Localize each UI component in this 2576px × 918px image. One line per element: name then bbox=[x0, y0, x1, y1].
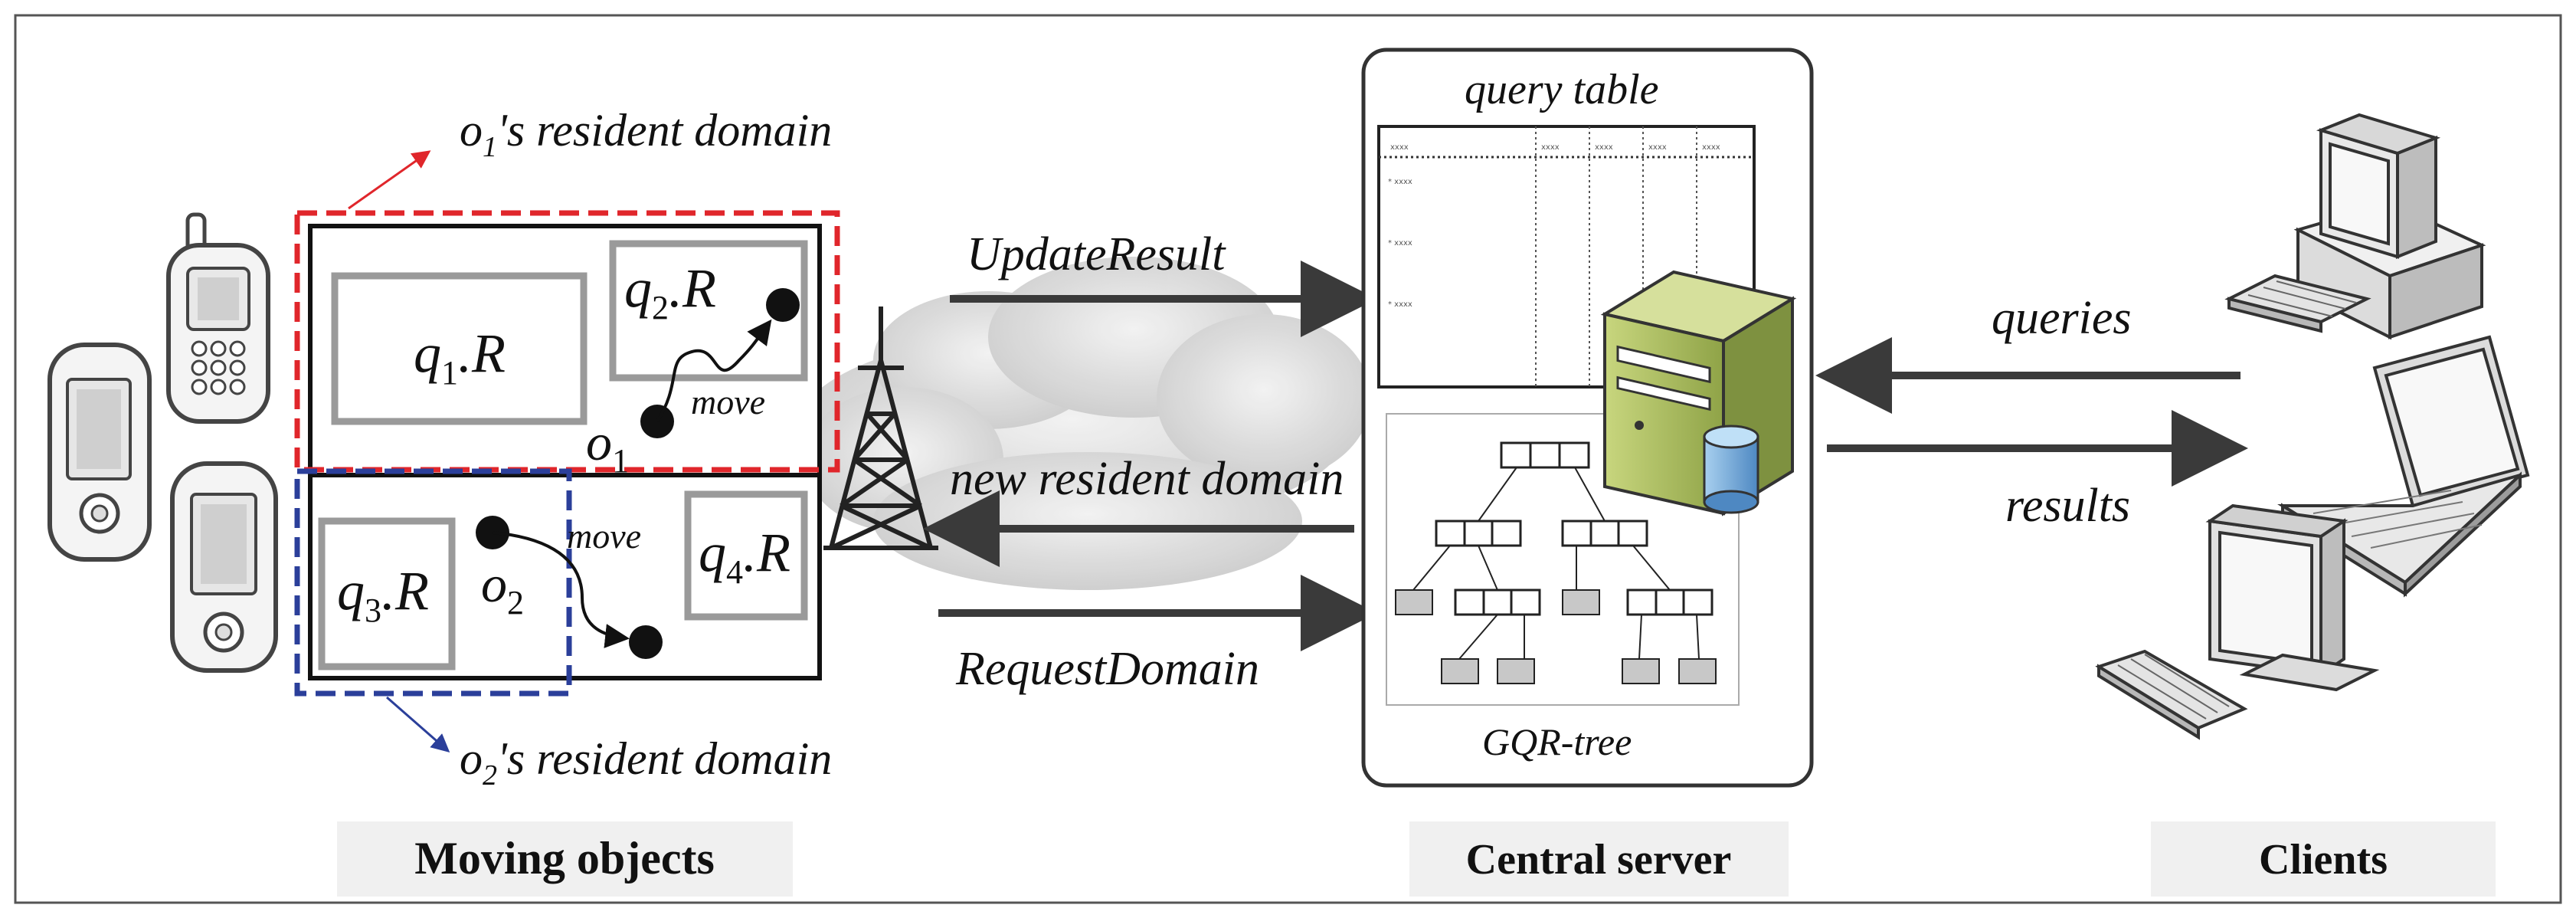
query-table-title: query table bbox=[1465, 66, 1658, 113]
o2-label: o2 bbox=[481, 555, 524, 621]
o1-move-label: move bbox=[691, 382, 765, 421]
clients-caption: Clients bbox=[2259, 836, 2388, 884]
gqr-tree bbox=[1386, 413, 1740, 706]
server-icon bbox=[1600, 270, 1797, 516]
o2-resident-domain bbox=[294, 468, 572, 697]
queries-label: queries bbox=[1992, 292, 2132, 344]
new-resident-domain-label: new resident domain bbox=[950, 453, 1344, 505]
update-result-label: UpdateResult bbox=[967, 228, 1226, 280]
q1-label: q1.R bbox=[414, 323, 506, 392]
svg-text:xxxx: xxxx bbox=[1702, 143, 1720, 152]
svg-text:xxxx: xxxx bbox=[1595, 143, 1613, 152]
o1-label: o1 bbox=[586, 413, 629, 480]
q3-label: q3.R bbox=[337, 560, 429, 629]
svg-text:xxxx: xxxx bbox=[1648, 143, 1667, 152]
o2-move-path bbox=[492, 531, 630, 648]
moving-objects-caption-bg bbox=[337, 821, 793, 897]
central-server-caption-bg bbox=[1409, 821, 1789, 897]
cell-phone-icon bbox=[166, 212, 270, 424]
central-server-caption: Central server bbox=[1466, 836, 1732, 884]
q2-label: q2.R bbox=[624, 257, 716, 326]
monitor-computer-icon bbox=[2095, 503, 2380, 740]
laptop-icon bbox=[2277, 335, 2530, 598]
q4-label: q4.R bbox=[699, 522, 790, 591]
gqr-tree-label: GQR-tree bbox=[1482, 720, 1632, 763]
svg-text:xxxx: xxxx bbox=[1541, 143, 1560, 152]
svg-text:* xxxx: * xxxx bbox=[1388, 239, 1412, 248]
tower-icon bbox=[823, 307, 938, 550]
pda-icon bbox=[47, 343, 152, 562]
database-icon bbox=[1703, 425, 1759, 514]
o1-end-point bbox=[766, 288, 800, 322]
q4-region bbox=[684, 490, 808, 621]
o2-domain-pointer bbox=[386, 696, 450, 752]
o2-move-label: move bbox=[567, 516, 641, 556]
request-domain-label: RequestDomain bbox=[955, 643, 1259, 695]
desktop-computer-icon bbox=[2224, 113, 2486, 340]
q1-region bbox=[331, 272, 588, 425]
q2-region bbox=[609, 240, 808, 382]
smartphone-icon bbox=[170, 461, 278, 673]
svg-text:* xxxx: * xxxx bbox=[1388, 178, 1412, 186]
svg-text:xxxx: xxxx bbox=[1390, 143, 1409, 152]
q3-region bbox=[318, 517, 456, 670]
moving-objects-caption: Moving objects bbox=[414, 833, 715, 884]
o1-domain-pointer bbox=[348, 150, 431, 210]
results-label: results bbox=[2005, 480, 2130, 532]
svg-text:* xxxx: * xxxx bbox=[1388, 300, 1412, 309]
o2-resident-domain-label: o2's resident domain bbox=[460, 733, 832, 792]
o1-move-path bbox=[656, 319, 772, 423]
o2-end-point bbox=[629, 625, 663, 659]
o1-resident-domain-label: o1's resident domain bbox=[460, 105, 832, 163]
clients-caption-bg bbox=[2151, 821, 2496, 897]
spatial-map bbox=[308, 224, 822, 680]
